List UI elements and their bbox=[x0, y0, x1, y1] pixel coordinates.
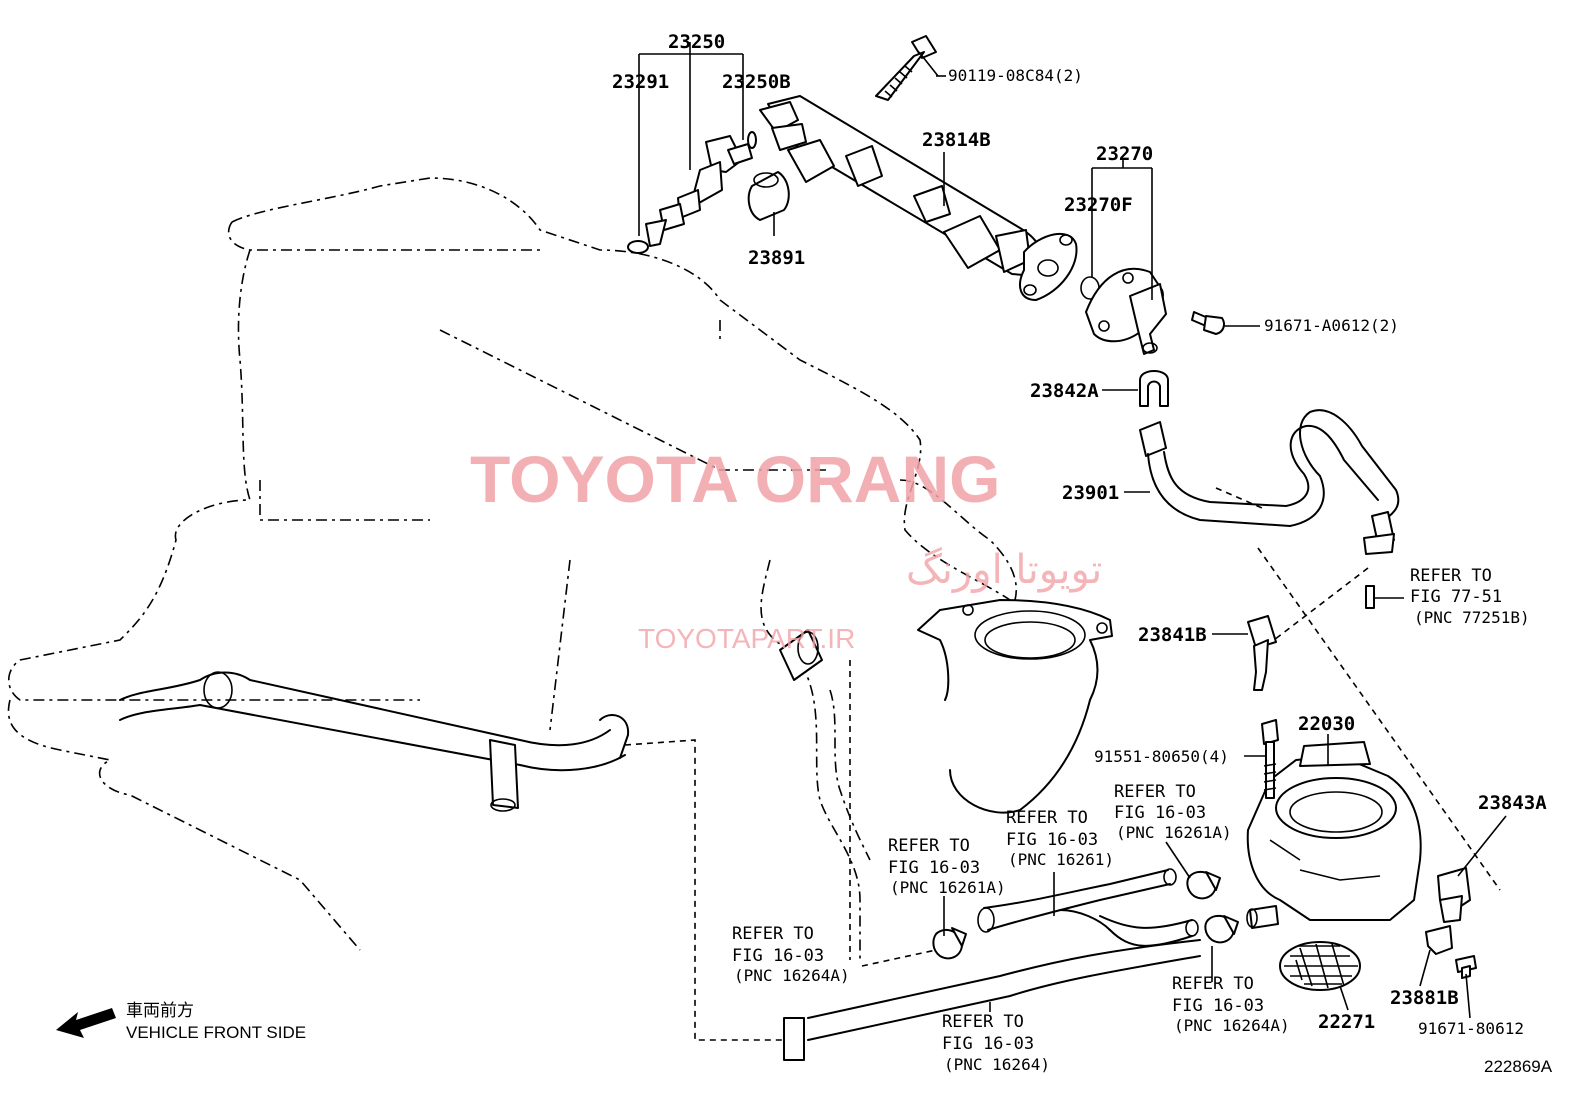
bolt-90119 bbox=[875, 35, 937, 101]
label-23250b: 23250B bbox=[722, 71, 791, 93]
fuel-injector bbox=[627, 131, 757, 254]
throttle-body bbox=[1246, 741, 1422, 929]
bolt-91671-a0612 bbox=[1191, 311, 1225, 335]
ref-fig-16-03-16261a-left: REFER TO FIG 16-03 (PNC 16261A) bbox=[888, 836, 1006, 897]
svg-text:FIG 16-03: FIG 16-03 bbox=[1114, 803, 1206, 823]
svg-text:(PNC 77251B): (PNC 77251B) bbox=[1414, 608, 1530, 627]
label-23901: 23901 bbox=[1062, 482, 1119, 504]
svg-text:REFER TO: REFER TO bbox=[1006, 808, 1088, 828]
leader-lines bbox=[638, 42, 1507, 1019]
fuel-inlet-flange bbox=[1085, 267, 1167, 355]
label-23250: 23250 bbox=[668, 31, 725, 53]
label-23881b: 23881B bbox=[1390, 987, 1459, 1009]
ref-fig-16-03-16261: REFER TO FIG 16-03 (PNC 16261) bbox=[1006, 808, 1114, 869]
svg-text:FIG 77-51: FIG 77-51 bbox=[1410, 587, 1502, 607]
label-23843a: 23843A bbox=[1478, 792, 1547, 814]
label-23842a: 23842A bbox=[1030, 380, 1099, 402]
label-90119: 90119-08C84(2) bbox=[948, 66, 1083, 85]
clip-23842a bbox=[1139, 370, 1169, 407]
sensor-23843a bbox=[1437, 867, 1471, 923]
svg-text:FIG 16-03: FIG 16-03 bbox=[888, 858, 980, 878]
svg-text:FIG 16-03: FIG 16-03 bbox=[732, 946, 824, 966]
label-23291: 23291 bbox=[612, 71, 669, 93]
coolant-hoses bbox=[783, 868, 1201, 1061]
svg-text:(PNC 16264): (PNC 16264) bbox=[944, 1055, 1050, 1074]
svg-text:REFER TO: REFER TO bbox=[1172, 974, 1254, 994]
vehicle-front-arrow-icon bbox=[56, 1008, 116, 1038]
vehicle-front-label-en: VEHICLE FRONT SIDE bbox=[126, 1023, 306, 1042]
vehicle-front-label-jp: 車両前方 bbox=[126, 1001, 194, 1020]
gasket-22271 bbox=[1279, 941, 1361, 991]
label-23270: 23270 bbox=[1096, 143, 1153, 165]
label-91551: 91551-80650(4) bbox=[1094, 747, 1229, 766]
svg-text:(PNC 16261A): (PNC 16261A) bbox=[1116, 823, 1232, 842]
svg-text:(PNC 16264A): (PNC 16264A) bbox=[734, 966, 850, 985]
fuel-delivery-pipe bbox=[759, 95, 1078, 301]
svg-text:REFER TO: REFER TO bbox=[942, 1012, 1024, 1032]
bracket-23881b bbox=[1425, 925, 1453, 955]
engine-coolant-pipe bbox=[119, 629, 823, 812]
label-23814b: 23814B bbox=[922, 129, 991, 151]
svg-text:FIG 16-03: FIG 16-03 bbox=[1006, 830, 1098, 850]
ref-fig-16-03-16264a-right: REFER TO FIG 16-03 (PNC 16264A) bbox=[1172, 974, 1290, 1035]
label-23891: 23891 bbox=[748, 247, 805, 269]
label-91671-80612: 91671-80612 bbox=[1418, 1019, 1524, 1038]
svg-text:FIG 16-03: FIG 16-03 bbox=[942, 1034, 1034, 1054]
pipe-end-77251b bbox=[1365, 585, 1375, 609]
bolt-91551 bbox=[1261, 719, 1279, 799]
label-91671-a0612: 91671-A0612(2) bbox=[1264, 316, 1399, 335]
label-23841b: 23841B bbox=[1138, 624, 1207, 646]
watermark-subtitle: تویوتا اورنگ bbox=[906, 547, 1102, 593]
svg-text:REFER TO: REFER TO bbox=[1410, 566, 1492, 586]
watermark-title: TOYOTA ORANG bbox=[470, 442, 1000, 516]
label-23270f: 23270F bbox=[1064, 194, 1133, 216]
ref-fig-16-03-16264a-left: REFER TO FIG 16-03 (PNC 16264A) bbox=[732, 924, 850, 985]
svg-text:FIG 16-03: FIG 16-03 bbox=[1172, 996, 1264, 1016]
watermark-site: TOYOTAPART.IR bbox=[638, 623, 855, 654]
label-22271: 22271 bbox=[1318, 1011, 1375, 1033]
label-22030: 22030 bbox=[1298, 713, 1355, 735]
ref-fig-16-03-16261a-top: REFER TO FIG 16-03 (PNC 16261A) bbox=[1114, 782, 1232, 842]
ref-fig-16-03-16264: REFER TO FIG 16-03 (PNC 16264) bbox=[942, 1012, 1050, 1074]
engine-outline bbox=[7, 177, 1017, 960]
svg-text:(PNC 16264A): (PNC 16264A) bbox=[1174, 1016, 1290, 1035]
intake-adapter bbox=[917, 599, 1113, 814]
fuel-hose bbox=[1139, 409, 1400, 555]
ref-fig-77-51: REFER TO FIG 77-51 (PNC 77251B) bbox=[1410, 566, 1530, 627]
bolt-91671-80612 bbox=[1455, 955, 1477, 979]
svg-text:REFER TO: REFER TO bbox=[888, 836, 970, 856]
diagram-id: 222869A bbox=[1484, 1057, 1553, 1076]
svg-text:(PNC 16261): (PNC 16261) bbox=[1008, 850, 1114, 869]
injector-cushion bbox=[747, 171, 790, 221]
svg-text:REFER TO: REFER TO bbox=[732, 924, 814, 944]
svg-text:REFER TO: REFER TO bbox=[1114, 782, 1196, 802]
clamp-23841b bbox=[1247, 615, 1277, 691]
hose-clamps bbox=[932, 870, 1239, 960]
svg-text:(PNC 16261A): (PNC 16261A) bbox=[890, 878, 1006, 897]
